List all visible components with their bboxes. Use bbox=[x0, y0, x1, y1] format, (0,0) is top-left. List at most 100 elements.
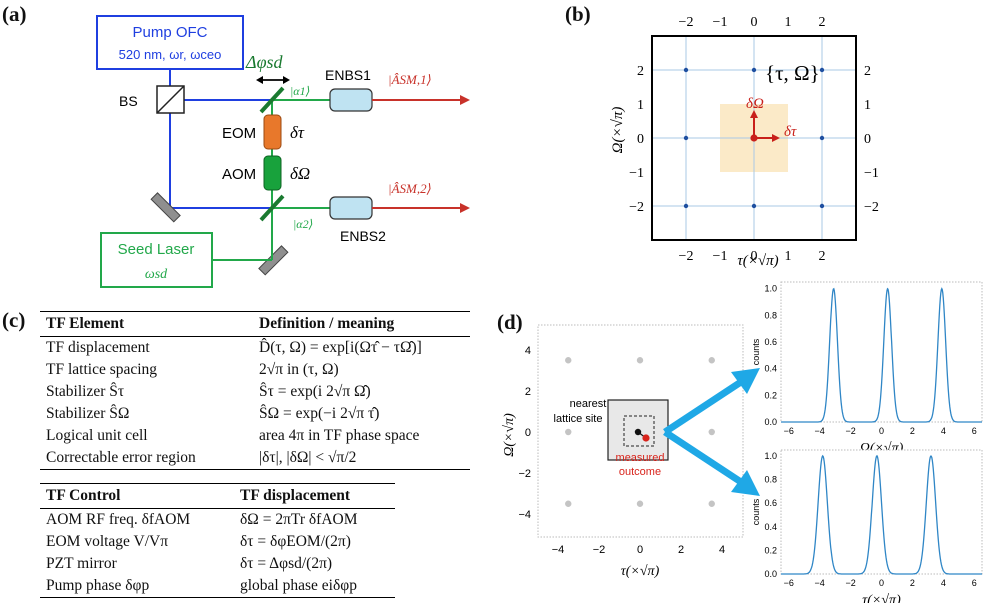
panel-label-b: (b) bbox=[565, 2, 591, 26]
axis-y-label: counts bbox=[751, 498, 761, 525]
domega-arrow-head bbox=[750, 110, 758, 118]
bs-label: BS bbox=[119, 93, 138, 109]
delta-phi-label: Δφsd bbox=[245, 52, 284, 72]
y-tick-labels: 420−2−4 bbox=[518, 345, 531, 521]
tick-label: 1 bbox=[785, 249, 792, 264]
lattice-point bbox=[565, 428, 572, 436]
tick-label: 6 bbox=[972, 578, 977, 588]
output-2-label: |ÂSM,2⟩ bbox=[388, 181, 432, 196]
enbs2-element bbox=[329, 196, 373, 220]
tick-label: 0.8 bbox=[764, 475, 777, 485]
tick-label: 0.6 bbox=[764, 498, 777, 508]
tick-label: 2 bbox=[525, 386, 531, 398]
tick-label: 0 bbox=[637, 132, 644, 147]
aom-label: AOM bbox=[222, 166, 256, 183]
tick-label: 1 bbox=[785, 15, 792, 30]
lattice-point bbox=[819, 203, 825, 209]
panel-label-c: (c) bbox=[2, 308, 26, 332]
measured-label-1: measured bbox=[616, 452, 665, 464]
optical-setup-diagram: Pump OFC 520 nm, ωr, ωceo BS Δφsd EOM AO… bbox=[96, 15, 470, 288]
axis-x-label: τ(×√π) bbox=[737, 253, 778, 269]
measured-label-2: outcome bbox=[619, 466, 661, 478]
tick-label: −2 bbox=[845, 578, 855, 588]
nearest-label-2: lattice site bbox=[554, 413, 603, 425]
table-cell: Ŝτ = exp(i 2√π Ω̂) bbox=[259, 383, 371, 400]
nearest-label-1: nearest bbox=[570, 398, 607, 410]
tick-label: −4 bbox=[518, 509, 531, 521]
table-cell: Stabilizer ŜΩ bbox=[46, 405, 130, 422]
measured-outcome-dot bbox=[642, 434, 650, 442]
lattice-point bbox=[683, 67, 689, 73]
table-cell: Logical unit cell bbox=[46, 427, 148, 444]
axis-y-label: Ω(×√π) bbox=[610, 107, 626, 154]
table-cell: global phase eiδφp bbox=[240, 577, 357, 594]
aom-element bbox=[263, 155, 282, 191]
table2-header-displacement: TF displacement bbox=[240, 487, 351, 504]
tick-label: 0.4 bbox=[764, 522, 777, 532]
domega-arrow-label: δΩ bbox=[746, 96, 764, 112]
seed-laser-box bbox=[100, 232, 213, 288]
lattice-point bbox=[636, 500, 644, 507]
lattice-point bbox=[565, 500, 572, 507]
tick-label: 4 bbox=[719, 544, 725, 556]
lattice-point bbox=[819, 67, 825, 73]
pump-beam bbox=[169, 69, 272, 209]
tick-label: 0.6 bbox=[764, 337, 777, 347]
table-cell: |δτ|, |δΩ| < √π/2 bbox=[259, 449, 357, 466]
tick-label: 4 bbox=[525, 345, 531, 357]
seed-laser-freq: ωsd bbox=[145, 267, 168, 282]
mirror-left bbox=[150, 192, 181, 223]
table-cell: EOM voltage V/Vπ bbox=[46, 533, 169, 550]
tick-label: 4 bbox=[941, 426, 946, 436]
table-cell: 2√π in (τ, Ω) bbox=[259, 361, 339, 378]
tick-label: 0 bbox=[864, 132, 871, 147]
seed-laser-title: Seed Laser bbox=[118, 241, 195, 258]
lattice-point bbox=[751, 67, 757, 73]
domega-label: δΩ bbox=[290, 164, 310, 183]
lattice-point bbox=[751, 203, 757, 209]
tick-label: 2 bbox=[910, 578, 915, 588]
lattice-area bbox=[651, 35, 857, 241]
histogram-curve bbox=[781, 287, 982, 423]
eom-element bbox=[263, 114, 282, 150]
tick-label: 4 bbox=[941, 578, 946, 588]
dtau-arrow-label: δτ bbox=[784, 124, 797, 140]
tick-label: −2 bbox=[679, 249, 694, 264]
table-cell: ŜΩ = exp(−i 2√π τ̂) bbox=[259, 405, 380, 422]
lattice-point bbox=[683, 135, 689, 141]
plot-frame bbox=[651, 35, 857, 241]
histogram-frame bbox=[780, 281, 983, 423]
lattice-point bbox=[565, 357, 572, 364]
tick-label: 1.0 bbox=[764, 284, 777, 294]
alpha1-label: |α1⟩ bbox=[290, 84, 310, 98]
tick-label: −4 bbox=[815, 426, 825, 436]
right-tick-labels: 210−1−2 bbox=[864, 64, 879, 215]
axis-x-label: τ(×√π) bbox=[621, 564, 660, 579]
arrow-to-omega-histogram bbox=[663, 377, 746, 435]
tick-label: 2 bbox=[678, 544, 684, 556]
lattice-point bbox=[708, 500, 715, 507]
table-cell: δτ = Δφsd/(2π) bbox=[240, 555, 333, 572]
arrow-head-bottom bbox=[731, 470, 760, 496]
panel-label-a: (a) bbox=[2, 2, 27, 26]
enbs2-label: ENBS2 bbox=[340, 228, 386, 244]
table1-header-definition: Definition / meaning bbox=[259, 315, 395, 332]
lattice-points bbox=[565, 357, 715, 507]
axis-y-label: counts bbox=[751, 338, 761, 365]
table-cell: area 4π in TF phase space bbox=[259, 427, 420, 444]
eom-label: EOM bbox=[222, 125, 256, 142]
lattice-point bbox=[683, 203, 689, 209]
table-cell: Correctable error region bbox=[46, 449, 196, 466]
enbs1-label: ENBS1 bbox=[325, 67, 371, 83]
lattice-point bbox=[708, 428, 715, 436]
tf-element-table: TF Element Definition / meaning TF displ… bbox=[40, 311, 470, 470]
histogram-curve bbox=[781, 454, 982, 575]
correctable-region-box bbox=[623, 415, 655, 447]
table1-header-element: TF Element bbox=[46, 315, 125, 332]
tick-label: 0 bbox=[751, 249, 758, 264]
dtau-label: δτ bbox=[290, 123, 305, 142]
